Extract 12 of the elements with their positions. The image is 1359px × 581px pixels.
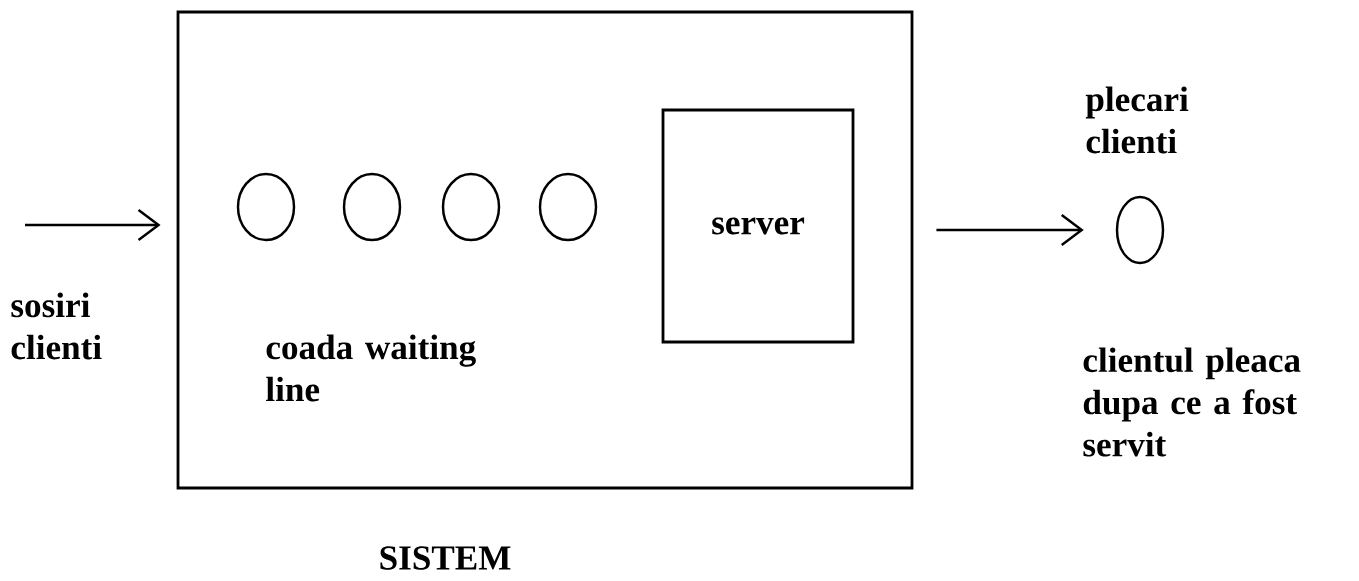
arrow bbox=[936, 214, 1084, 246]
node-caption: plecari clienti bbox=[1085, 86, 1189, 154]
text-label: coada waiting line bbox=[266, 334, 476, 402]
customer-circle bbox=[441, 172, 501, 242]
node-caption: clientul pleaca dupa ce a fost servit bbox=[1083, 347, 1301, 457]
customer-circle bbox=[538, 172, 598, 242]
server-box: server bbox=[661, 108, 855, 344]
customer-circle bbox=[236, 172, 296, 242]
text-label: sosiri clienti bbox=[11, 292, 102, 360]
customer-circle bbox=[342, 172, 402, 242]
arrow bbox=[25, 209, 161, 241]
system-title: SISTEM bbox=[380, 546, 511, 570]
